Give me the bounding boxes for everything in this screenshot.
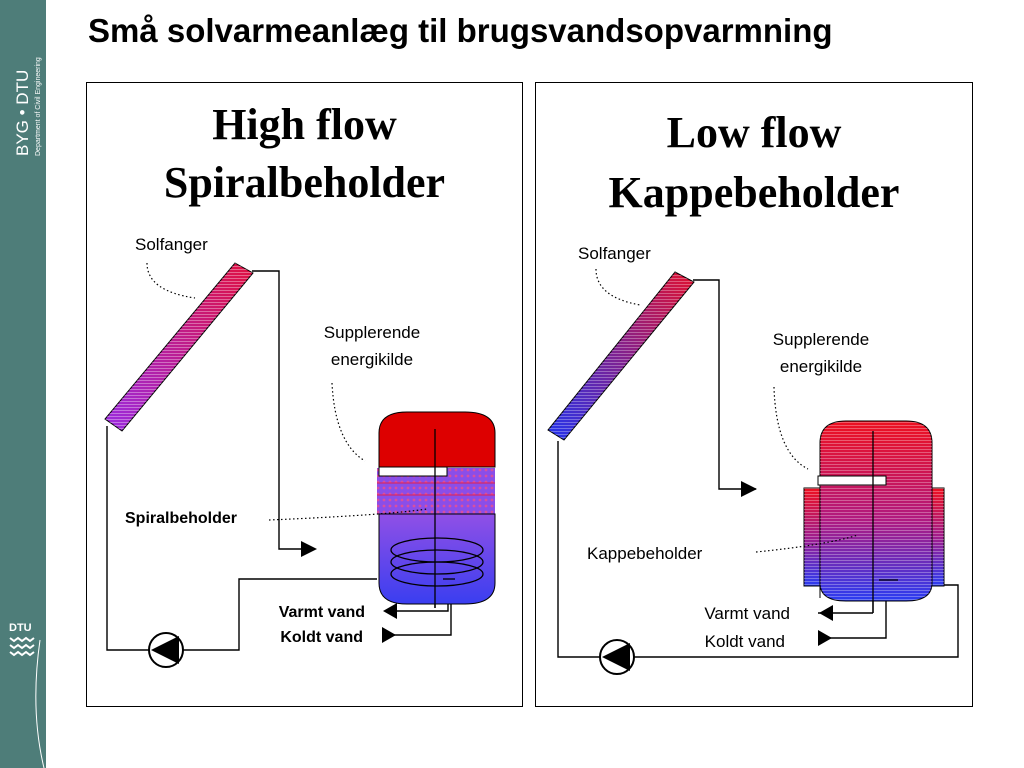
low-flow-title-line2: Kappebeholder (608, 168, 900, 217)
low-flow-hot-water-label: Varmt vand (704, 604, 790, 623)
high-flow-collector-label: Solfanger (135, 235, 208, 254)
high-flow-tank-label: Spiralbeholder (125, 510, 238, 527)
high-flow-solar-collector-icon (104, 262, 254, 432)
low-flow-inlet-arrow-icon (741, 481, 757, 497)
low-flow-title-line1: Low flow (666, 108, 842, 157)
high-flow-pump-icon (148, 632, 184, 668)
high-flow-title-line1: High flow (212, 100, 397, 149)
sidebar: BYG • DTU Department of Civil Engineerin… (0, 0, 46, 768)
high-flow-title-line2: Spiralbeholder (163, 158, 446, 207)
hot-water-arrow-icon (383, 603, 397, 619)
low-flow-pump-icon (599, 639, 635, 675)
sidebar-decoration (35, 639, 45, 768)
cold-water-arrow-icon (382, 627, 396, 643)
low-flow-cold-water-arrow-icon (818, 630, 832, 646)
low-flow-hot-water-arrow-icon (819, 605, 833, 621)
low-flow-mantle-tank (803, 420, 945, 613)
high-flow-heater-element (378, 466, 448, 477)
dtu-logo-text: DTU (9, 622, 32, 634)
low-flow-collector-label: Solfanger (578, 244, 651, 263)
low-flow-solar-collector-icon (547, 271, 695, 441)
low-flow-leader-lines (595, 268, 859, 553)
high-flow-leader-lines (146, 262, 428, 521)
high-flow-diagram (104, 262, 496, 668)
low-flow-aux-label-line2: energikilde (779, 357, 863, 376)
low-flow-diagram (547, 268, 959, 675)
high-flow-panel: High flow Spiralbeholder (86, 82, 523, 707)
high-flow-aux-label-line2: energikilde (330, 350, 414, 369)
dtu-logo-icon: DTU (9, 622, 35, 657)
high-flow-hot-water-label: Varmt vand (278, 604, 365, 621)
low-flow-panel: Low flow Kappebeholder (535, 82, 973, 707)
byg-dtu-brand: BYG • DTU Department of Civil Engineerin… (13, 57, 42, 156)
brand-subtext: Department of Civil Engineering (35, 57, 42, 156)
brand-text: BYG • DTU (13, 70, 32, 156)
high-flow-inlet-arrow-icon (301, 541, 317, 557)
low-flow-heater-element (817, 475, 887, 486)
low-flow-aux-label-line1: Supplerende (772, 330, 870, 349)
high-flow-cold-water-label: Koldt vand (280, 629, 363, 646)
high-flow-spiral-tank (377, 411, 496, 608)
low-flow-tank-label: Kappebeholder (587, 544, 703, 563)
page-title: Små solvarmeanlæg til brugsvandsopvarmni… (88, 12, 833, 49)
low-flow-cold-water-label: Koldt vand (704, 632, 785, 651)
high-flow-aux-label-line1: Supplerende (323, 323, 421, 342)
high-flow-spiral-coil-icon (390, 537, 484, 587)
